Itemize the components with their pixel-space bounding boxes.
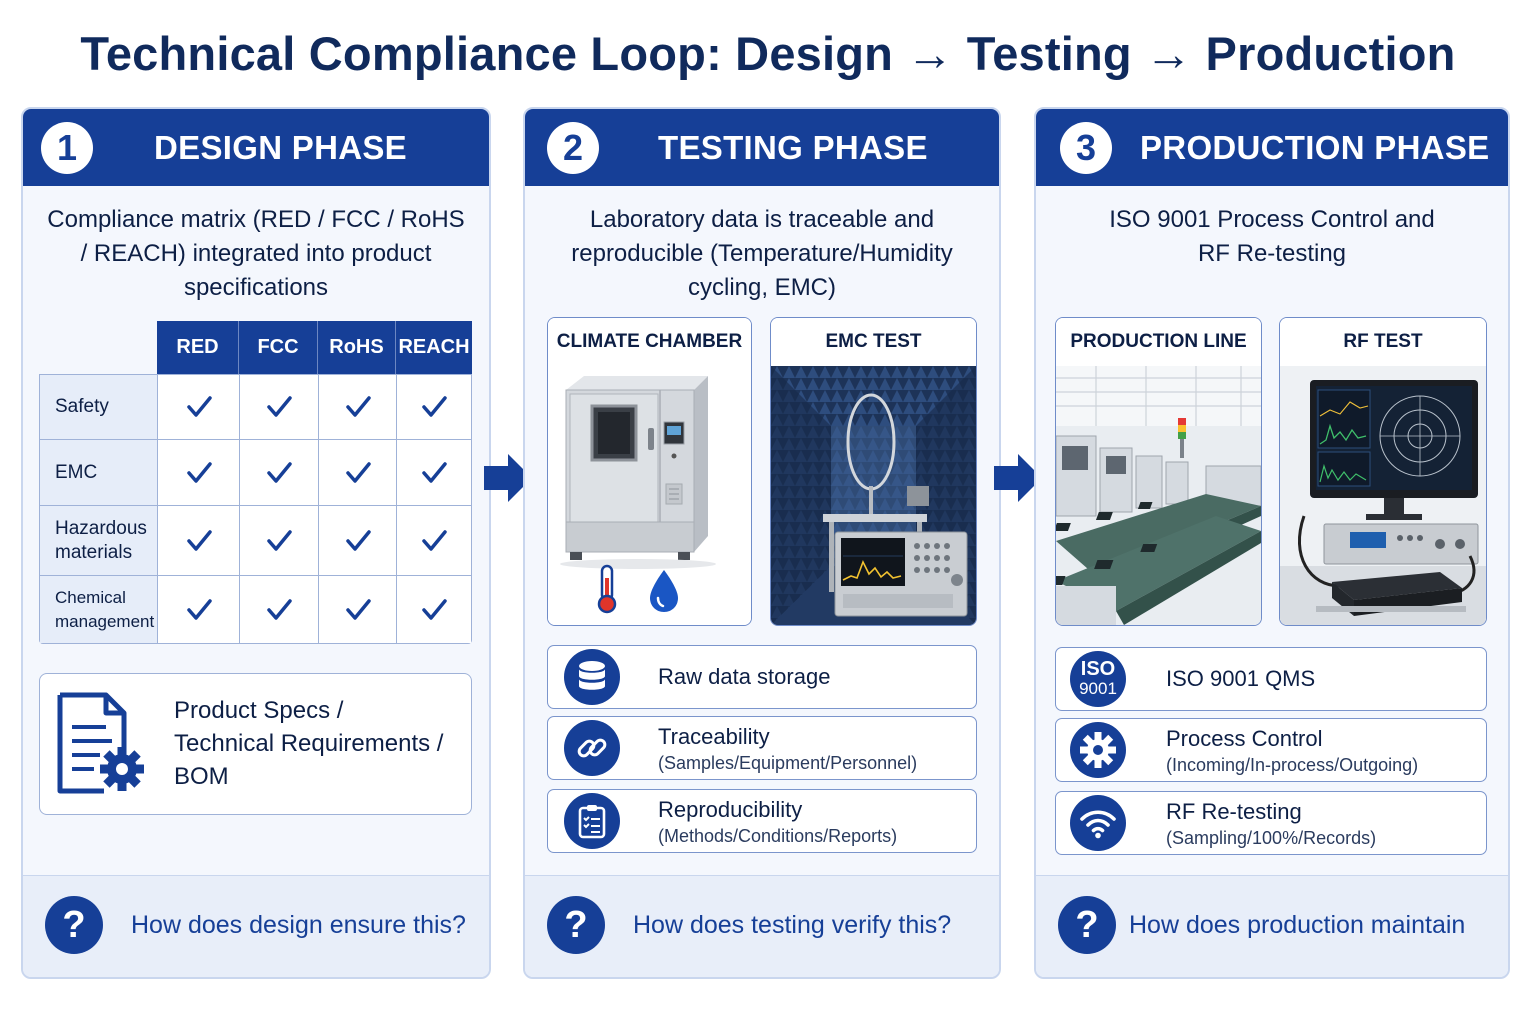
link-icon xyxy=(564,720,620,776)
phase-number-badge: 2 xyxy=(547,122,599,174)
check-icon xyxy=(158,375,240,439)
matrix-row-label: EMC xyxy=(40,440,158,505)
production-question: How does production maintain this? xyxy=(1129,911,1466,939)
testing-phase-description: Laboratory data is traceable and reprodu… xyxy=(571,206,953,301)
check-icon xyxy=(397,506,471,575)
production-phase-description: ISO 9001 Process Control and RF Re-testi… xyxy=(1109,206,1435,267)
production-line-photo xyxy=(1056,366,1261,625)
check-icon xyxy=(158,576,240,643)
card-title: RF TEST xyxy=(1280,318,1486,366)
item-subtitle: (Sampling/100%/Records) xyxy=(1166,828,1377,848)
traceability-item: Traceability (Samples/Equipment/Personne… xyxy=(547,716,977,780)
matrix-row-emc: EMC xyxy=(39,440,472,506)
matrix-row-label: Chemical management xyxy=(40,576,158,643)
testing-question: How does testing verify this? xyxy=(633,911,952,939)
check-icon xyxy=(319,576,397,643)
check-icon xyxy=(319,440,397,505)
item-title: Reproducibility xyxy=(658,797,803,822)
rf-test-card: RF TEST xyxy=(1279,317,1487,626)
check-icon xyxy=(397,440,471,505)
rf-test-station-photo xyxy=(1280,366,1486,625)
document-gear-icon xyxy=(54,691,150,802)
phase-number-badge: 3 xyxy=(1060,122,1112,174)
item-title: Raw data storage xyxy=(658,664,831,689)
check-icon xyxy=(397,576,471,643)
item-title: Process Control xyxy=(1166,726,1323,751)
design-phase-title: DESIGN PHASE xyxy=(154,129,407,166)
page-title: Technical Compliance Loop: Design → Test… xyxy=(80,27,1456,80)
check-icon xyxy=(158,440,240,505)
matrix-row-label: Safety xyxy=(40,375,158,439)
database-icon xyxy=(564,649,620,705)
phase-number-badge: 1 xyxy=(41,122,93,174)
testing-phase-title: TESTING PHASE xyxy=(658,129,928,166)
check-icon xyxy=(319,375,397,439)
climate-chamber-card: CLIMATE CHAMBER xyxy=(547,317,752,626)
card-title: PRODUCTION LINE xyxy=(1056,318,1261,366)
check-icon xyxy=(240,375,319,439)
gear-icon xyxy=(1070,722,1126,778)
check-icon xyxy=(240,506,319,575)
clipboard-icon xyxy=(564,793,620,849)
production-line-card: PRODUCTION LINE xyxy=(1055,317,1262,626)
production-phase-panel: 3 PRODUCTION PHASE ISO 9001 Process Cont… xyxy=(1034,107,1510,979)
flow-arrow-icon xyxy=(482,452,534,509)
production-question-strip: ? How does production maintain this? xyxy=(1036,875,1508,977)
design-phase-description: Compliance matrix (RED / FCC / RoHS / RE… xyxy=(47,206,465,301)
check-icon xyxy=(240,440,319,505)
item-title: ISO 9001 QMS xyxy=(1166,666,1316,691)
rf-retesting-item: RF Re-testing (Sampling/100%/Records) xyxy=(1055,791,1487,855)
flow-arrow-icon xyxy=(992,452,1044,509)
design-question-strip: ? How does design ensure this? xyxy=(23,875,489,977)
question-icon: ? xyxy=(547,896,605,954)
testing-phase-header: 2 TESTING PHASE xyxy=(525,109,999,186)
iso-9001-qms-item: ISO 9001 ISO 9001 QMS xyxy=(1055,647,1487,711)
card-title: EMC TEST xyxy=(771,318,976,366)
product-specs-text: Product Specs / Technical Requirements /… xyxy=(174,697,444,790)
matrix-row-safety: Safety xyxy=(39,374,472,440)
process-control-item: Process Control (Incoming/In-process/Out… xyxy=(1055,718,1487,782)
matrix-header-fcc: FCC xyxy=(239,321,318,374)
raw-data-storage-item: Raw data storage xyxy=(547,645,977,709)
design-phase-panel: 1 DESIGN PHASE Compliance matrix (RED / … xyxy=(21,107,491,979)
matrix-header-red: RED xyxy=(157,321,239,374)
compliance-matrix: RED FCC RoHS REACH Safety EMC Hazardous … xyxy=(39,321,472,645)
thermometer-icon xyxy=(597,564,617,614)
wifi-icon xyxy=(1070,795,1126,851)
testing-phase-panel: 2 TESTING PHASE Laboratory data is trace… xyxy=(523,107,1001,979)
production-phase-title: PRODUCTION PHASE xyxy=(1140,129,1490,166)
question-icon: ? xyxy=(45,896,103,954)
matrix-header-rohs: RoHS xyxy=(318,321,396,374)
testing-question-strip: ? How does testing verify this? xyxy=(525,875,999,977)
emc-test-card: EMC TEST xyxy=(770,317,977,626)
droplet-icon xyxy=(650,570,678,612)
item-title: RF Re-testing xyxy=(1166,799,1302,824)
item-title: Traceability xyxy=(658,724,770,749)
emc-anechoic-chamber-photo xyxy=(771,366,976,625)
check-icon xyxy=(319,506,397,575)
item-subtitle: (Methods/Conditions/Reports) xyxy=(658,826,898,846)
design-question: How does design ensure this? xyxy=(131,911,466,939)
check-icon xyxy=(158,506,240,575)
design-phase-header: 1 DESIGN PHASE xyxy=(23,109,489,186)
item-subtitle: (Incoming/In-process/Outgoing) xyxy=(1166,755,1419,775)
climate-chamber-photo xyxy=(548,366,751,625)
production-phase-header: 3 PRODUCTION PHASE xyxy=(1036,109,1508,186)
reproducibility-item: Reproducibility (Methods/Conditions/Repo… xyxy=(547,789,977,853)
item-subtitle: (Samples/Equipment/Personnel) xyxy=(658,753,918,773)
card-title: CLIMATE CHAMBER xyxy=(548,318,751,366)
matrix-row-hazardous: Hazardous materials xyxy=(39,506,472,576)
question-icon: ? xyxy=(1058,896,1116,954)
check-icon xyxy=(240,576,319,643)
product-specs-box: Product Specs / Technical Requirements /… xyxy=(39,673,472,815)
iso-badge-icon: ISO 9001 xyxy=(1070,651,1126,707)
matrix-row-label: Hazardous materials xyxy=(40,506,158,575)
matrix-row-chemical: Chemical management xyxy=(39,576,472,644)
check-icon xyxy=(397,375,471,439)
matrix-header-reach: REACH xyxy=(396,321,472,374)
